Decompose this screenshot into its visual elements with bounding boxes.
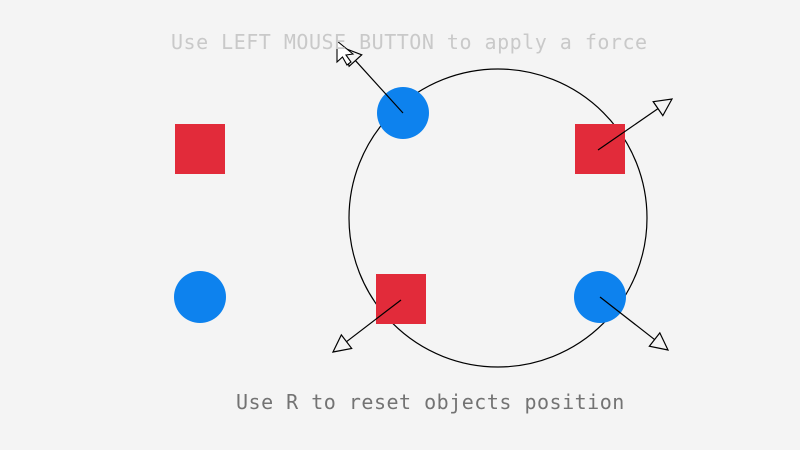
body-square-bottom-center[interactable] bbox=[376, 274, 426, 324]
force-arrow-circle-top bbox=[343, 47, 404, 114]
bodies-layer bbox=[174, 87, 626, 324]
force-vectors-layer bbox=[331, 47, 674, 353]
force-arrow-square-top-right bbox=[597, 98, 674, 151]
mouse-cursor bbox=[336, 39, 355, 66]
body-circle-bottom-left[interactable] bbox=[174, 271, 226, 323]
force-arrow-square-bottom-center bbox=[331, 299, 402, 353]
hint-text-apply-force: Use LEFT MOUSE BUTTON to apply a force bbox=[171, 30, 648, 54]
orbit-circle bbox=[348, 68, 648, 368]
force-arrow-circle-bottom-right bbox=[599, 296, 670, 351]
hint-text-reset-objects: Use R to reset objects position bbox=[236, 390, 625, 414]
body-square-left[interactable] bbox=[175, 124, 225, 174]
